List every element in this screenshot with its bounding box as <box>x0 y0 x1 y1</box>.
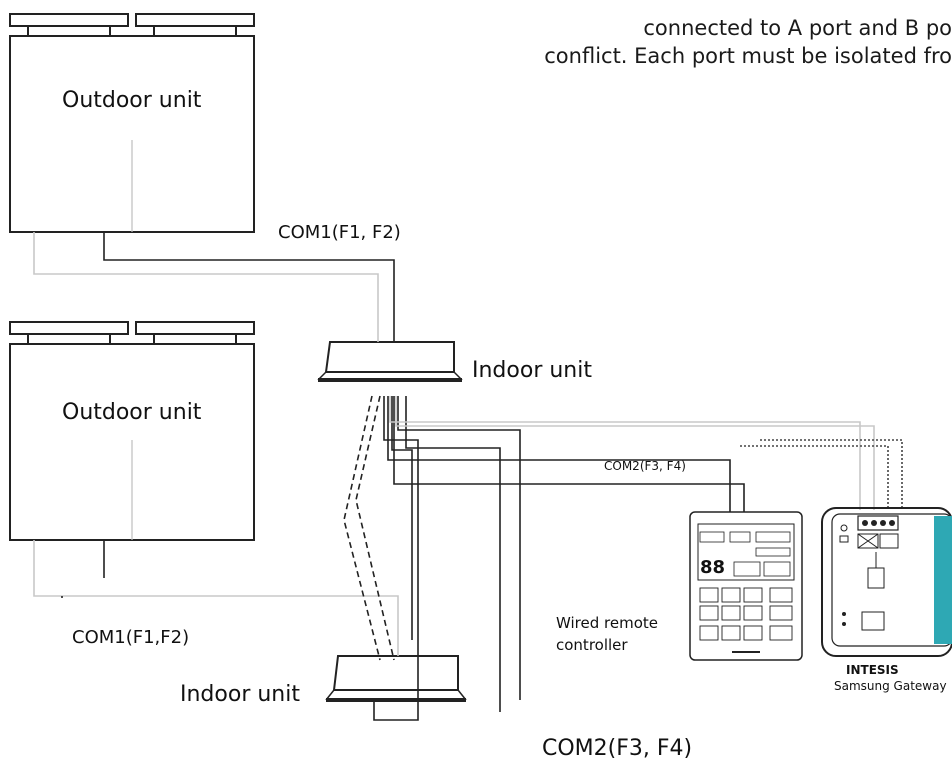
com1-top-label: COM1(F1, F2) <box>278 222 401 243</box>
gateway-brand-label: INTESIS <box>846 663 899 677</box>
com1-bottom-label: COM1(F1,F2) <box>72 627 190 648</box>
com1-top-wires <box>33 232 395 342</box>
outdoor-unit-1 <box>9 13 255 233</box>
outdoor-unit-2 <box>9 321 255 541</box>
indoor-unit-1 <box>317 341 463 382</box>
com2-small-label: COM2(F3, F4) <box>604 459 686 473</box>
caption-line-2: conflict. Each port must be isolated fro <box>544 44 952 68</box>
remote-display-digits: 88 <box>700 557 726 578</box>
outdoor-unit-2-label: Outdoor unit <box>62 400 202 425</box>
wired-remote-controller <box>689 511 803 661</box>
com2-bottom-label: COM2(F3, F4) <box>542 736 693 761</box>
indoor-wiring <box>343 395 903 721</box>
com1-bottom-wires <box>33 540 399 656</box>
gateway-name-label: Samsung Gateway <box>834 679 947 693</box>
indoor-unit-2 <box>325 655 467 702</box>
caption-line-1: connected to A port and B po <box>643 16 952 40</box>
wired-remote-label-line-2: controller <box>556 636 628 654</box>
samsung-gateway <box>821 507 952 657</box>
indoor-unit-2-label: Indoor unit <box>180 682 300 707</box>
indoor-unit-1-label: Indoor unit <box>472 358 592 383</box>
outdoor-unit-1-label: Outdoor unit <box>62 88 202 113</box>
wired-remote-label-line-1: Wired remote <box>556 614 658 632</box>
